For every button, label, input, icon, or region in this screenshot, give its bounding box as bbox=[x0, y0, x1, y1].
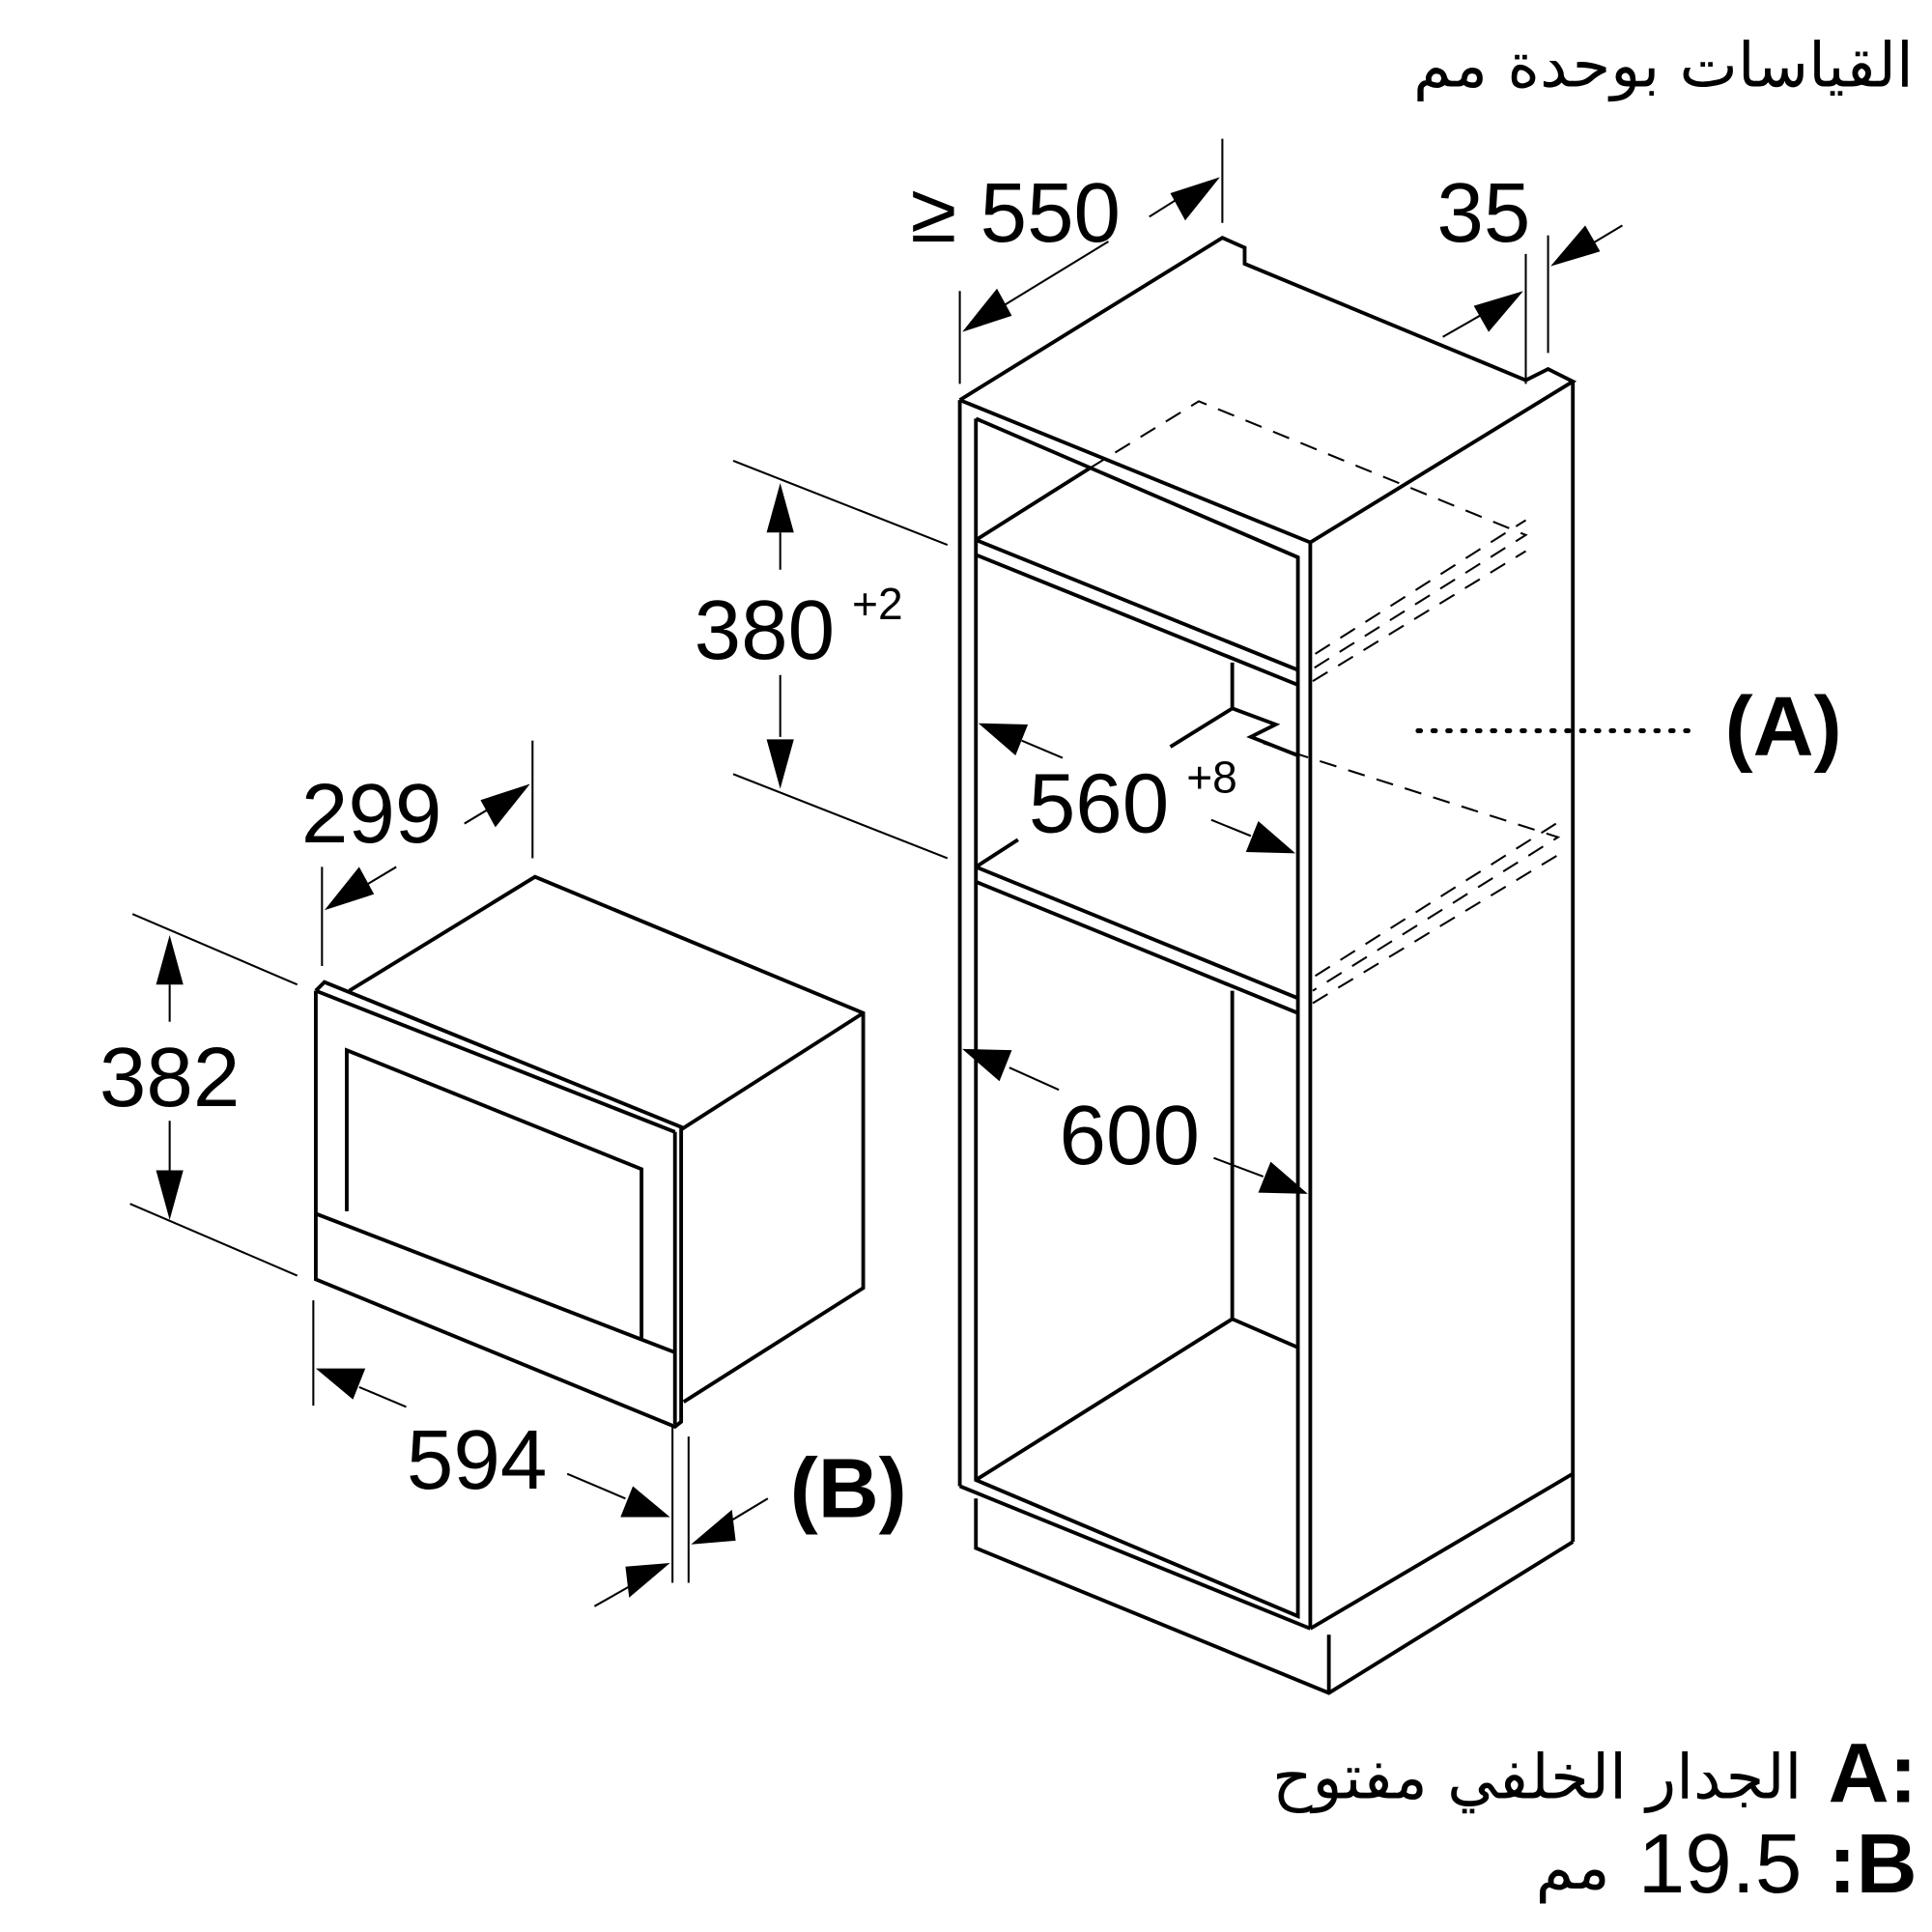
arrow-up-icon bbox=[766, 483, 794, 533]
legend: A: الجدار الخلفي مفتوح :B 19.5 مم bbox=[1272, 1726, 1917, 1911]
microwave-width: 594 bbox=[407, 1413, 547, 1507]
rear-gap: 35 bbox=[1436, 166, 1530, 260]
legend-a-text: الجدار الخلفي مفتوح bbox=[1272, 1743, 1802, 1814]
arrow-icon bbox=[691, 1509, 736, 1545]
arrow-up-icon bbox=[156, 934, 184, 985]
cabinet-depth: ≥ 550 bbox=[911, 166, 1121, 260]
arrow-icon bbox=[1550, 225, 1601, 267]
microwave-depth: 299 bbox=[301, 767, 441, 861]
microwave-height: 382 bbox=[99, 1031, 240, 1124]
arrow-icon bbox=[1245, 821, 1296, 854]
cabinet-width: 600 bbox=[1060, 1089, 1200, 1182]
arrow-icon bbox=[1258, 1161, 1308, 1194]
arrow-icon bbox=[962, 1048, 1012, 1082]
arrow-icon bbox=[962, 288, 1012, 332]
arrow-down-icon bbox=[766, 739, 794, 789]
arrow-icon bbox=[620, 1486, 670, 1518]
niche-height-tolerance: +2 bbox=[852, 579, 903, 629]
arrow-icon bbox=[1473, 291, 1523, 332]
niche-width: 560 bbox=[1029, 757, 1169, 851]
label-a: (A) bbox=[1725, 680, 1842, 774]
arrow-icon bbox=[324, 867, 375, 911]
tall-cabinet-drawing bbox=[957, 235, 1577, 1695]
microwave-dimensions: 382 299 594 (B) bbox=[99, 740, 907, 1607]
legend-b-key: :B bbox=[1829, 1817, 1918, 1911]
microwave-drawing bbox=[314, 874, 866, 1430]
arrow-icon bbox=[480, 783, 530, 828]
arrow-down-icon bbox=[156, 1170, 184, 1220]
niche-height: 380 bbox=[695, 583, 835, 677]
legend-b-value: 19.5 bbox=[1638, 1817, 1803, 1911]
legend-a-key: A: bbox=[1829, 1726, 1918, 1820]
units-note: القياسات بوحدة مم bbox=[1413, 31, 1914, 102]
arrow-icon bbox=[625, 1562, 670, 1598]
niche-width-tolerance: +8 bbox=[1186, 753, 1237, 803]
label-b: (B) bbox=[790, 1442, 907, 1536]
arrow-icon bbox=[978, 723, 1029, 756]
cabinet-dimensions: ≥ 550 35 380 +2 560 +8 600 (A) bbox=[695, 138, 1842, 1194]
arrow-icon bbox=[315, 1368, 366, 1400]
arrow-icon bbox=[1170, 177, 1220, 221]
legend-b-unit: مم bbox=[1536, 1833, 1610, 1904]
